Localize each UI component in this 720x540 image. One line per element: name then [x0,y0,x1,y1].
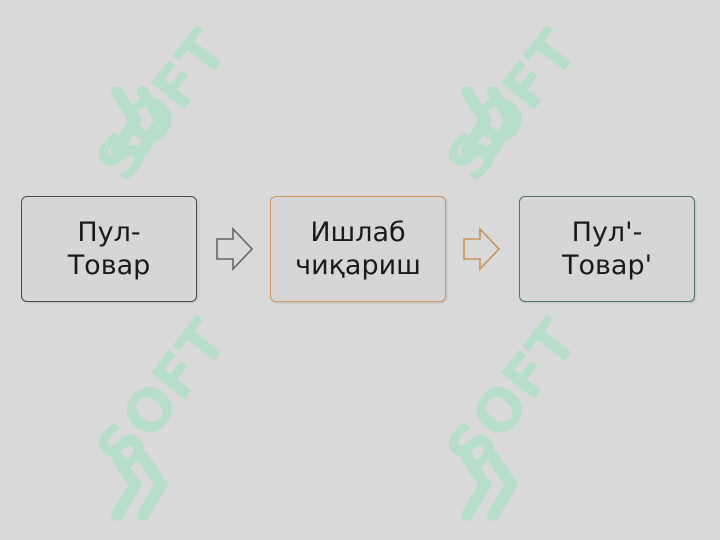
watermark-logo: SOFT [95,310,241,521]
process-box-money-prime-goods-prime: Пул'- Товар' [519,196,695,302]
watermark-text: SOFT [445,17,591,193]
watermark-logo: SOFT [445,310,591,521]
process-box-label: Пул'- Товар' [561,217,653,281]
watermark-text: SOFT [445,310,591,484]
watermark-logo: SOFT [95,17,241,193]
process-box-production: Ишлаб чиқариш [270,196,446,302]
watermark-logo: SOFT [445,17,591,193]
watermark-icon [461,451,519,521]
process-box-money-goods: Пул- Товар [21,196,197,302]
watermark-text: SOFT [95,17,241,193]
watermark-text: SOFT [95,310,241,484]
watermark-icon [111,86,169,156]
watermark-icon [111,451,169,521]
process-box-label: Пул- Товар [67,217,151,281]
process-box-label: Ишлаб чиқариш [295,217,421,281]
flow-arrow-icon [216,226,254,272]
flow-arrow-icon [463,226,501,272]
watermark-icon [461,86,519,156]
